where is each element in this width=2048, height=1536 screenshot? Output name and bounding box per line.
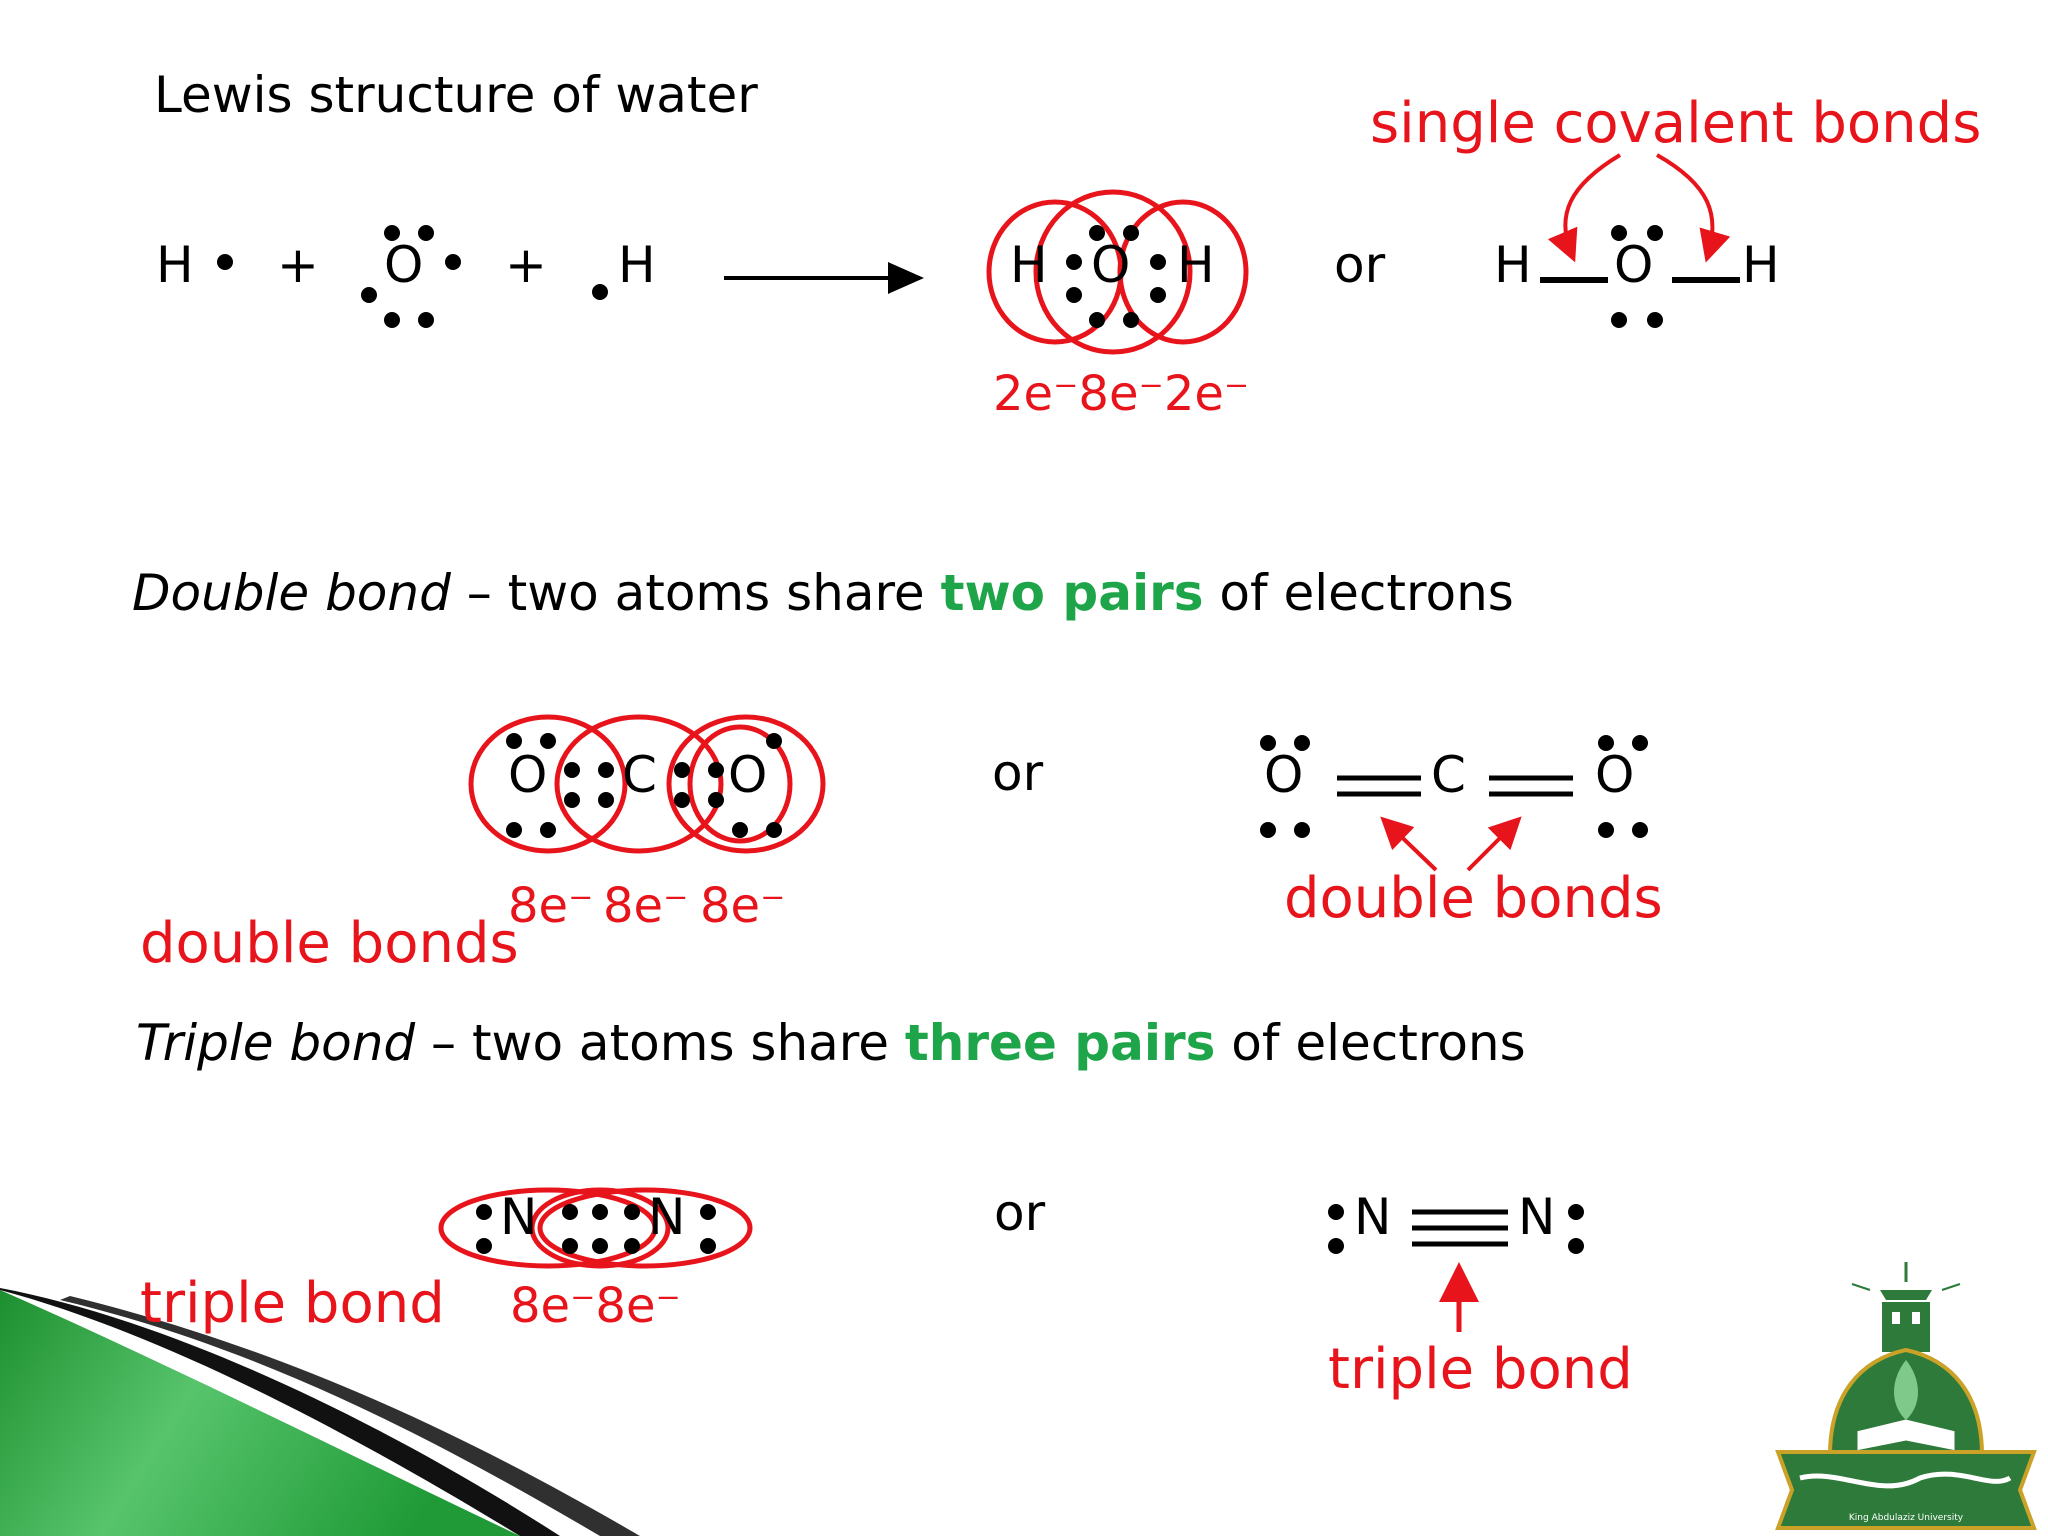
triple-bond-definition: Triple bond – two atoms share three pair… [136,1014,1526,1072]
n2-nitrogen-left: N [500,1188,537,1246]
co2-overlap-diagram: O C O 8e⁻ 8e⁻ 8e⁻ [468,714,826,934]
reactant-oxygen: O [384,236,423,294]
reactants: H + O + H [156,225,656,328]
double-bond-highlight: two pairs [941,564,1204,622]
product-electron-dots [1066,225,1166,328]
triple-bond-label-right: triple bond [1328,1337,1633,1402]
n2-electron-counts: 8e⁻8e⁻ [510,1278,681,1334]
co2-count-3: 8e⁻ [700,878,785,934]
triple-bond-highlight: three pairs [905,1014,1215,1072]
electron-dot [217,254,233,270]
or-label: or [992,744,1044,802]
line-oxygen-right: O [1595,746,1634,804]
water-overlap-diagram: H O H 2e⁻8e⁻2e⁻ [986,189,1249,422]
electron-dot [1328,1204,1344,1220]
decorative-swoosh [0,1288,640,1536]
or-label: or [1334,236,1386,294]
double-bonds-label-right: double bonds [1284,866,1663,931]
pointer-arrow [1547,153,1622,263]
electron-dot [1568,1204,1584,1220]
triple-bond-rest: of electrons [1215,1014,1525,1072]
n2-overlap-diagram: N N 8e⁻8e⁻ [438,1187,753,1334]
lone-pair-dots [1260,735,1648,838]
lone-pair-dots [1611,225,1663,328]
n2-electron-dots [476,1204,716,1254]
pointer-arrow [1656,153,1731,263]
water-electron-counts: 2e⁻8e⁻2e⁻ [993,366,1249,422]
plus-sign: + [505,236,547,294]
triple-bond-term: Triple bond [136,1014,415,1072]
electron-dot [1568,1238,1584,1254]
line-h-right: H [1742,236,1780,294]
line-nitrogen-right: N [1518,1188,1555,1246]
co2-line-structure: O C O [1260,735,1648,838]
logo-caption: King Abdulaziz University [1849,1513,1964,1523]
electron-dot [592,284,608,300]
pointer-arrow [1466,816,1522,872]
co2-carbon: C [622,746,657,804]
n2-nitrogen-right: N [648,1188,685,1246]
line-nitrogen-left: N [1354,1188,1391,1246]
oxygen-electron-dots [361,225,461,328]
co2-oxygen-right: O [728,746,767,804]
reactant-h-right: H [618,236,656,294]
double-bonds-label-left: double bonds [140,911,519,976]
double-bond-rest: of electrons [1204,564,1514,622]
line-oxygen: O [1614,236,1653,294]
product-h-right: H [1177,236,1215,294]
co2-oxygen-left: O [508,746,547,804]
triple-bond-dash: – two atoms share [415,1014,905,1072]
co2-count-1: 8e⁻ [508,878,593,934]
double-bond-definition: Double bond – two atoms share two pairs … [132,564,1514,622]
single-covalent-bonds-label: single covalent bonds [1370,91,1981,156]
product-oxygen: O [1091,236,1130,294]
plus-sign: + [277,236,319,294]
co2-electron-dots [506,733,782,838]
pointer-arrow [1380,816,1438,872]
line-oxygen-left: O [1264,746,1303,804]
n2-line-structure: N N [1328,1188,1584,1254]
university-logo: King Abdulaziz University [1775,1262,2037,1530]
water-line-structure: H O H [1494,225,1780,328]
co2-count-2: 8e⁻ [603,878,688,934]
line-h-left: H [1494,236,1532,294]
electron-dot [1328,1238,1344,1254]
water-title: Lewis structure of water [154,66,758,124]
line-carbon: C [1431,746,1466,804]
triple-bond-label-left: triple bond [140,1271,445,1336]
double-bond-dash: – two atoms share [451,564,941,622]
reactant-h-left: H [156,236,194,294]
or-label: or [994,1184,1046,1242]
double-bond-term: Double bond [132,564,451,622]
product-h-left: H [1010,236,1048,294]
